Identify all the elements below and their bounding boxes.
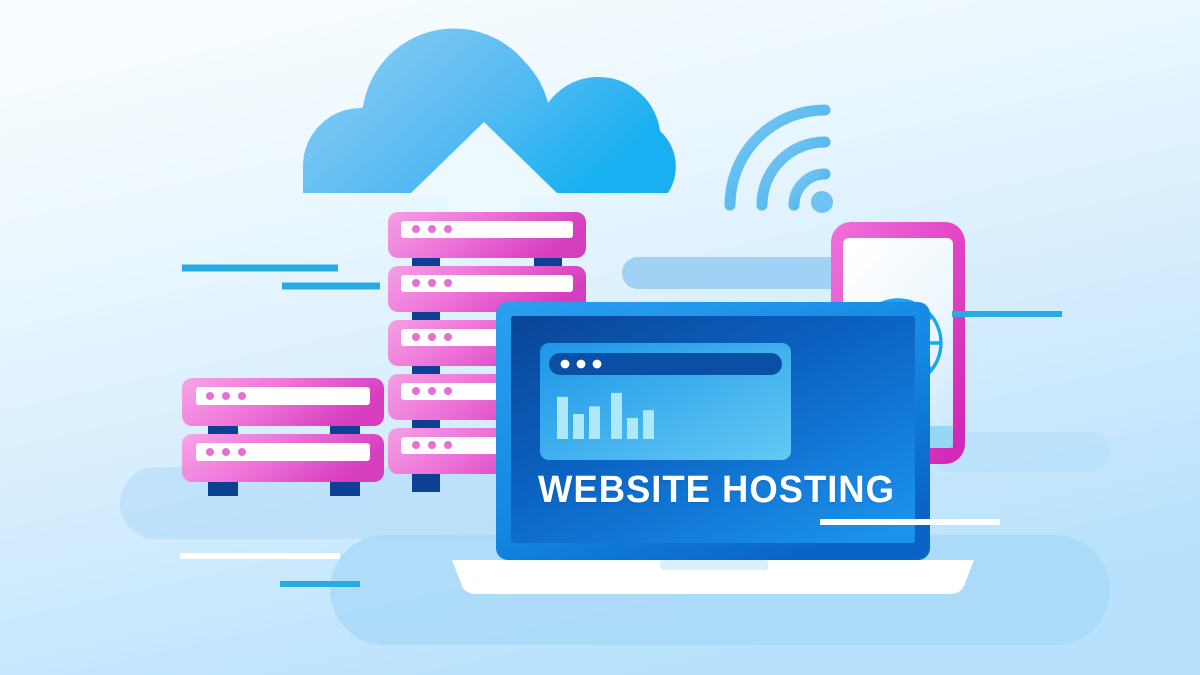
page-title: WEBSITE HOSTING bbox=[538, 469, 895, 511]
speed-line bbox=[182, 264, 380, 290]
bar bbox=[643, 410, 654, 439]
wifi-icon bbox=[724, 104, 833, 213]
cloud-icon bbox=[303, 28, 676, 240]
bar bbox=[627, 417, 638, 439]
upload-arrow-icon bbox=[408, 122, 560, 240]
bar bbox=[573, 414, 584, 439]
server-unit bbox=[388, 212, 586, 258]
analytics-bar-chart bbox=[557, 392, 654, 439]
browser-titlebar bbox=[549, 353, 782, 375]
laptop-base bbox=[452, 560, 974, 594]
bar bbox=[557, 396, 568, 439]
browser-window bbox=[540, 343, 791, 460]
server-unit bbox=[388, 266, 586, 312]
wifi-dot-icon bbox=[811, 191, 833, 213]
bar bbox=[589, 406, 600, 439]
bar bbox=[611, 392, 622, 439]
server-unit bbox=[182, 434, 384, 482]
browser-titlebar-dots bbox=[560, 359, 602, 369]
server-unit bbox=[182, 378, 384, 426]
